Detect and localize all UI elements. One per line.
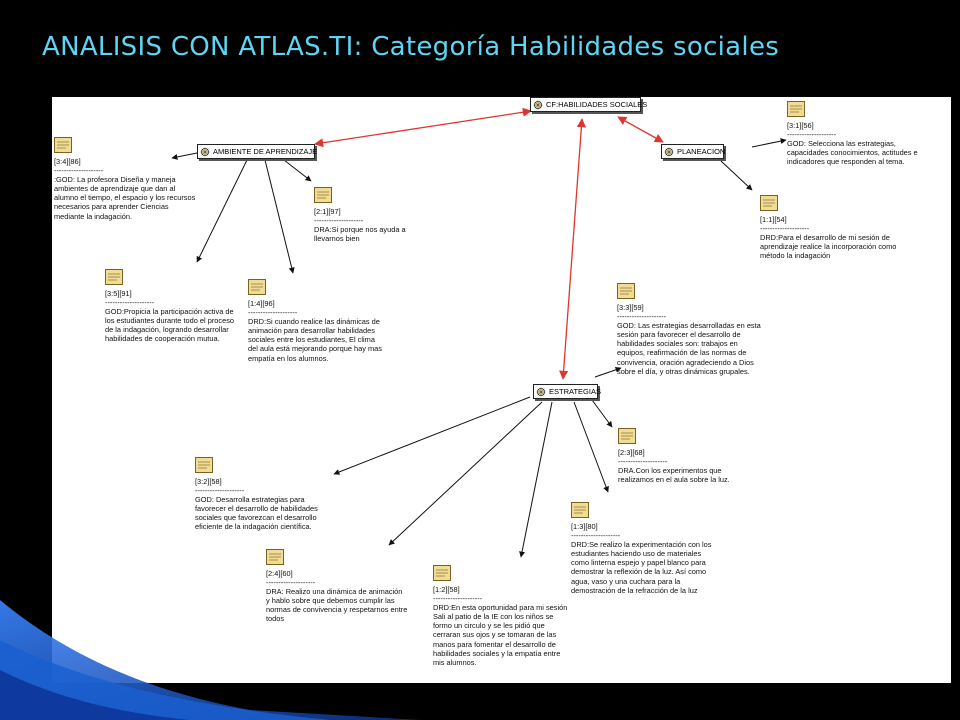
quote-id: [1:2][58] bbox=[433, 585, 460, 594]
quote-text: GOD:Propicia la participación activa de … bbox=[105, 307, 235, 344]
node-ambiente-de-aprendizaje[interactable]: AMBIENTE DE APRENDIZAJE bbox=[197, 144, 318, 159]
quote-text: GOD: Desarrolla estrategias para favorec… bbox=[195, 495, 318, 532]
quote-text: :GOD: La profesora Diseña y maneja ambie… bbox=[54, 175, 196, 221]
quote-text: DRD:Para el desarrollo de mi sesión de a… bbox=[760, 233, 897, 261]
quote-1-3-80[interactable]: [1:3][80] -------------------- DRD:Se re… bbox=[571, 502, 721, 595]
relation-root-ambiente bbox=[314, 107, 532, 148]
node-label: PLANEACION bbox=[677, 147, 726, 156]
quotation-icon bbox=[760, 195, 778, 211]
quote-separator: -------------------- bbox=[787, 130, 837, 140]
node-label: ESTRATEGIAS bbox=[549, 387, 601, 396]
quote-id: [3:5][91] bbox=[105, 289, 132, 298]
quote-3-3-59[interactable]: [3:3][59] -------------------- GOD: Las … bbox=[617, 283, 767, 376]
quote-text: DRA: Realizo una dinámica de animación y… bbox=[266, 587, 408, 624]
relation-estrategias-q23 bbox=[591, 399, 613, 428]
quote-2-1-97[interactable]: [2:1][97] -------------------- DRA:Si po… bbox=[314, 187, 432, 243]
relations-layer bbox=[171, 107, 787, 558]
quote-id: [3:4][86] bbox=[54, 157, 81, 166]
code-icon bbox=[664, 147, 674, 156]
relation-ambiente-q35 bbox=[196, 159, 248, 263]
quotation-icon bbox=[105, 269, 123, 285]
quote-text: DRD:En esta oportunidad para mi sesión S… bbox=[433, 603, 568, 667]
relation-planeacion-q11 bbox=[720, 160, 753, 191]
decorative-swoosh bbox=[0, 600, 420, 720]
quote-1-2-58[interactable]: [1:2][58] -------------------- DRD:En es… bbox=[433, 565, 573, 667]
quote-2-3-68[interactable]: [2:3][68] -------------------- DRA.Con l… bbox=[618, 428, 742, 484]
quotation-icon bbox=[314, 187, 332, 203]
quote-id: [1:4][96] bbox=[248, 299, 275, 308]
relation-estrategias-q33 bbox=[594, 366, 622, 378]
relation-ambiente-q21 bbox=[283, 159, 312, 182]
quote-separator: -------------------- bbox=[248, 308, 298, 318]
quote-text: DRA:Si porque nos ayuda a llevarnos bien bbox=[314, 225, 406, 244]
slide-title: ANALISIS CON ATLAS.TI: Categoría Habilid… bbox=[42, 32, 780, 62]
quote-separator: -------------------- bbox=[105, 298, 155, 308]
relation-planeacion-q31 bbox=[751, 138, 787, 148]
relation-ambiente-q14 bbox=[264, 159, 295, 274]
quote-id: [2:1][97] bbox=[314, 207, 341, 216]
node-habilidades-sociales[interactable]: CF:HABILIDADES SOCIALES bbox=[530, 97, 647, 112]
relation-estrategias-q13 bbox=[573, 401, 609, 493]
network-view: CF:HABILIDADES SOCIALES AMBIENTE DE APRE… bbox=[52, 97, 951, 683]
quote-separator: -------------------- bbox=[195, 486, 245, 496]
quote-id: [3:3][59] bbox=[617, 303, 644, 312]
quote-1-4-96[interactable]: [1:4][96] -------------------- DRD:Si cu… bbox=[248, 279, 384, 363]
quote-separator: -------------------- bbox=[571, 531, 621, 541]
node-label: CF:HABILIDADES SOCIALES bbox=[546, 100, 648, 109]
quote-text: DRD:Si cuando realice las dinámicas de a… bbox=[248, 317, 382, 363]
relation-estrategias-q12 bbox=[519, 401, 553, 558]
quotation-icon bbox=[433, 565, 451, 581]
quote-separator: -------------------- bbox=[618, 457, 668, 467]
quote-text: DRD:Se realizo la experimentación con lo… bbox=[571, 540, 712, 595]
quote-3-2-58[interactable]: [3:2][58] -------------------- GOD: Desa… bbox=[195, 457, 333, 532]
code-icon bbox=[536, 387, 546, 396]
node-estrategias[interactable]: ESTRATEGIAS bbox=[533, 384, 601, 399]
quotation-icon bbox=[787, 101, 805, 117]
quotation-icon bbox=[54, 137, 72, 153]
quote-separator: -------------------- bbox=[314, 216, 364, 226]
quotation-icon bbox=[618, 428, 636, 444]
quote-text: DRA.Con los experimentos que realizamos … bbox=[618, 466, 730, 485]
quote-id: [1:3][80] bbox=[571, 522, 598, 531]
relation-estrategias-q32 bbox=[333, 396, 531, 475]
quote-id: [2:4][60] bbox=[266, 569, 293, 578]
node-label: AMBIENTE DE APRENDIZAJE bbox=[213, 147, 318, 156]
quote-3-5-91[interactable]: [3:5][91] -------------------- GOD:Propi… bbox=[105, 269, 239, 344]
relation-estrategias-q24 bbox=[388, 401, 543, 546]
code-icon bbox=[533, 100, 543, 109]
quotation-icon bbox=[266, 549, 284, 565]
code-icon bbox=[200, 147, 210, 156]
quote-separator: -------------------- bbox=[433, 594, 483, 604]
quote-separator: -------------------- bbox=[760, 224, 810, 234]
quote-id: [3:2][58] bbox=[195, 477, 222, 486]
quote-separator: -------------------- bbox=[54, 166, 104, 176]
quote-1-1-54[interactable]: [1:1][54] -------------------- DRD:Para … bbox=[760, 195, 900, 260]
quote-text: GOD: Las estrategias desarrolladas en es… bbox=[617, 321, 761, 376]
quote-id: [3:1][56] bbox=[787, 121, 814, 130]
node-planeacion[interactable]: PLANEACION bbox=[661, 144, 726, 159]
relation-root-planeacion bbox=[617, 116, 664, 143]
quotation-icon bbox=[617, 283, 635, 299]
quote-2-4-60[interactable]: [2:4][60] -------------------- DRA: Real… bbox=[266, 549, 408, 624]
quotation-icon bbox=[248, 279, 266, 295]
quote-3-1-56[interactable]: [3:1][56] -------------------- GOD: Sele… bbox=[787, 101, 933, 166]
quotation-icon bbox=[571, 502, 589, 518]
quotation-icon bbox=[195, 457, 213, 473]
quote-separator: -------------------- bbox=[617, 312, 667, 322]
quote-3-4-86[interactable]: [3:4][86] -------------------- :GOD: La … bbox=[54, 137, 196, 221]
quote-id: [1:1][54] bbox=[760, 215, 787, 224]
quote-id: [2:3][68] bbox=[618, 448, 645, 457]
relation-root-estrategias bbox=[559, 118, 586, 380]
quote-text: GOD: Selecciona las estrategias, capacid… bbox=[787, 139, 918, 167]
quote-separator: -------------------- bbox=[266, 578, 316, 588]
